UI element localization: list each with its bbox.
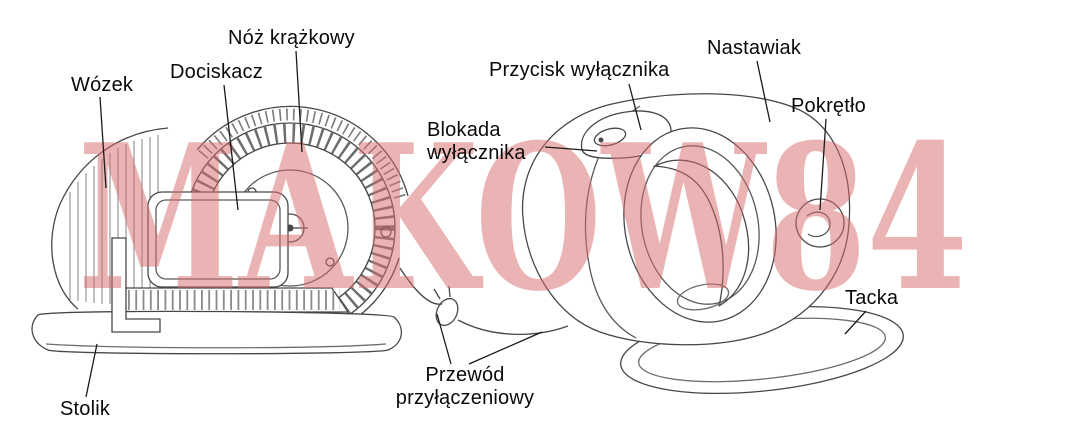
pusher-outline — [147, 191, 289, 288]
label-nastawiak: Nastawiak — [707, 37, 802, 59]
cord-right-segment — [457, 319, 569, 336]
label-przewod-line1: Przewód — [425, 364, 505, 386]
base-seam — [45, 343, 387, 349]
leader-stolik — [85, 343, 98, 398]
leader-pokretlo — [819, 118, 827, 211]
leader-dociskacz — [223, 84, 239, 211]
blade-housing-arc — [196, 105, 409, 197]
label-wozek: Wózek — [71, 74, 134, 96]
right-slicer-drawing — [521, 93, 904, 395]
label-pokretlo: Pokrętło — [791, 95, 866, 117]
cord-plug-loop — [435, 297, 459, 327]
cord-plug-prongs — [433, 285, 451, 300]
knob-grip — [806, 211, 831, 238]
label-dociskacz: Dociskacz — [170, 61, 263, 83]
leader-wozek — [99, 96, 107, 189]
label-stolik: Stolik — [60, 398, 111, 420]
housing-screw — [380, 226, 392, 238]
carriage-crescent — [652, 159, 750, 308]
knob-outline — [795, 198, 845, 248]
leader-nastawiak — [756, 60, 771, 123]
label-tacka: Tacka — [845, 287, 899, 309]
switch-lock-dot — [598, 137, 604, 143]
label-blokada-line2: wyłącznika — [427, 142, 526, 164]
label-przewod-line2: przyłączeniowy — [395, 387, 535, 409]
leader-przewod-right — [468, 331, 543, 365]
label-przycisk-wylacznika: Przycisk wyłącznika — [489, 59, 670, 81]
label-noz-krazkowy: Nóż krążkowy — [228, 27, 355, 49]
label-blokada-wylacznika: Blokada wyłącznika — [427, 119, 526, 165]
blade-hole-2 — [325, 257, 335, 267]
leader-lines — [85, 50, 867, 398]
label-przewod-przylaczeniowy: Przewód przyłączeniowy — [390, 364, 540, 410]
leader-blokada — [544, 146, 598, 152]
pusher-inner — [155, 199, 281, 280]
carriage-handle — [111, 237, 161, 333]
label-blokada-line1: Blokada — [427, 119, 501, 141]
carriage-outline — [51, 127, 169, 310]
power-cord-drawing — [399, 267, 569, 336]
opening-bottom-detail — [676, 283, 730, 311]
left-slicer-drawing — [31, 105, 409, 355]
opening-outer — [623, 127, 777, 323]
switch-button — [593, 127, 627, 147]
watermark: MAKOW84 — [78, 101, 968, 336]
leader-przewod-left — [436, 313, 452, 365]
leader-noz-krazkowy — [295, 50, 303, 153]
leader-tacka — [844, 310, 867, 335]
leader-przycisk — [628, 83, 642, 131]
opening-inner — [640, 145, 760, 305]
